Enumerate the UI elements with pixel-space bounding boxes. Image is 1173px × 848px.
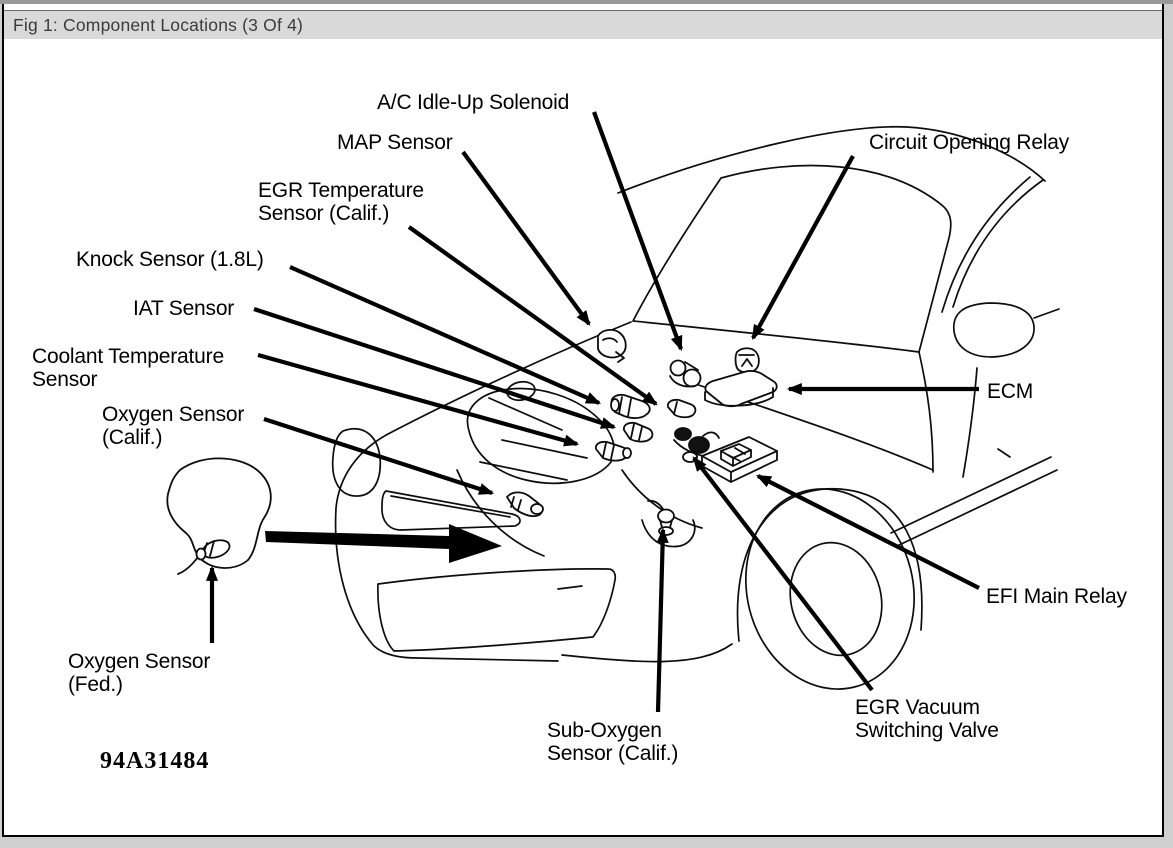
map-sensor-component — [597, 329, 627, 363]
big-location-arrow — [265, 524, 502, 563]
car-body-outline — [331, 125, 1060, 690]
label-circuit-opening-relay: Circuit Opening Relay — [869, 131, 1070, 154]
leader-egr-vacuum-switching-valve — [692, 456, 874, 692]
grille-slot — [381, 490, 521, 531]
leader-iat-sensor — [253, 307, 617, 429]
knock-sensor-component — [610, 393, 651, 419]
rocker-line-b — [896, 469, 1058, 547]
label-oxygen-sensor-calif: Oxygen Sensor (Calif.) — [102, 403, 245, 449]
label-ecm: ECM — [987, 380, 1034, 403]
a-pillar-outer — [952, 179, 1044, 308]
leader-sub-oxygen-sensor — [655, 527, 669, 713]
hood-rear-edge — [387, 321, 632, 435]
window-top-edge — [0, 0, 1173, 4]
o2-fed-sensor-tip — [195, 547, 207, 561]
leader-map-sensor — [461, 150, 591, 326]
ecm-component — [704, 370, 778, 408]
car-engine-bay-drawing — [166, 111, 1060, 713]
bumper-slot — [377, 568, 617, 652]
coolant-temp-sensor-component — [594, 440, 632, 462]
exhaust-inset — [166, 457, 272, 575]
ac-idle-up-solenoid-component — [669, 359, 702, 388]
exhaust-blob — [166, 457, 272, 569]
wheel-arch — [736, 487, 923, 642]
engine-rib-3 — [501, 439, 588, 459]
label-oxygen-sensor-fed: Oxygen Sensor (Fed.) — [68, 650, 211, 696]
engine-components — [506, 329, 778, 536]
rocker-line-a — [890, 456, 1052, 534]
label-map-sensor: MAP Sensor — [337, 131, 453, 154]
leader-knock-sensor — [289, 265, 602, 405]
sub-oxygen-sensor-component — [647, 499, 675, 536]
label-egr-vacuum-switching-valve: EGR Vacuum Switching Valve — [855, 696, 999, 742]
egr-temp-sensor-component — [666, 398, 697, 419]
leader-lines — [205, 111, 980, 713]
headlight — [331, 428, 382, 497]
roof-line — [617, 125, 1046, 194]
door-front-edge — [962, 367, 978, 478]
egr-vacuum-switching-valve-component — [673, 427, 720, 463]
figure-title: Fig 1: Component Locations (3 Of 4) — [13, 15, 304, 35]
label-efi-main-relay: EFI Main Relay — [986, 585, 1127, 608]
engine-rib-1 — [488, 397, 563, 431]
label-sub-oxygen-sensor: Sub-Oxygen Sensor (Calif.) — [547, 719, 679, 765]
leader-coolant-temp-sensor — [257, 352, 580, 447]
figure-page: Fig 1: Component Locations (3 Of 4) — [2, 4, 1164, 837]
label-iat-sensor: IAT Sensor — [133, 297, 235, 320]
wheel-inner — [789, 541, 883, 657]
engine-rib-2 — [479, 461, 568, 481]
component-location-diagram: A/C Idle-Up Solenoid MAP Sensor EGR Temp… — [4, 4, 1162, 835]
iat-sensor-component — [622, 421, 654, 443]
oxygen-sensor-calif-component — [506, 491, 544, 518]
exhaust-tail — [177, 556, 199, 575]
fender-rear-edge — [918, 351, 934, 473]
underbody-line — [561, 643, 733, 663]
a-pillar-inner — [941, 176, 1031, 313]
leader-oxygen-sensor-calif — [263, 417, 495, 495]
figure-number: 94A31484 — [100, 748, 210, 774]
bumper-dash — [557, 585, 583, 590]
label-coolant-temp-sensor: Coolant Temperature Sensor — [32, 345, 224, 391]
label-ac-idle-up-solenoid: A/C Idle-Up Solenoid — [377, 91, 570, 114]
grille-inner-line — [390, 495, 511, 518]
front-bumper — [334, 433, 559, 662]
leader-efi-main-relay — [755, 474, 980, 590]
figure-title-bar: Fig 1: Component Locations (3 Of 4) — [4, 10, 1162, 39]
door-tick — [997, 448, 1011, 458]
label-knock-sensor: Knock Sensor (1.8L) — [76, 248, 264, 271]
leader-egr-temp-sensor — [407, 225, 658, 406]
efi-main-relay-component — [701, 436, 778, 483]
mirror-sill-line — [1033, 308, 1060, 319]
circuit-opening-relay-component — [734, 347, 760, 374]
intake-line — [621, 469, 703, 529]
leader-ac-idle-up-solenoid — [592, 111, 683, 352]
engine-mount-line — [641, 519, 696, 548]
windshield — [632, 164, 952, 353]
side-mirror — [953, 302, 1035, 358]
label-egr-temp-sensor: EGR Temperature Sensor (Calif.) — [258, 179, 424, 225]
tire-outer — [744, 488, 916, 690]
leader-circuit-opening-relay — [751, 154, 855, 340]
